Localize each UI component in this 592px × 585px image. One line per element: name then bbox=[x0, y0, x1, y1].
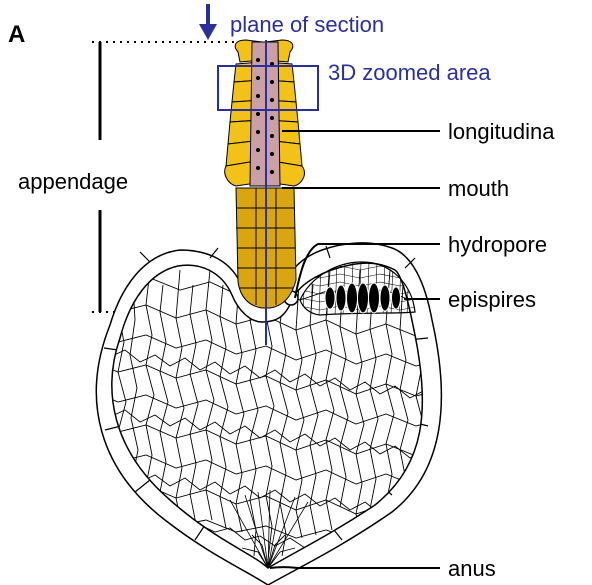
longitudinal-label: longitudina bbox=[448, 119, 555, 144]
epispires-label: epispires bbox=[448, 287, 536, 312]
panel-letter: A bbox=[8, 21, 25, 48]
appendage-label: appendage bbox=[18, 169, 128, 194]
mouth-label: mouth bbox=[448, 176, 509, 201]
appendage bbox=[225, 40, 305, 308]
plane-of-section-label: plane of section bbox=[230, 12, 384, 37]
plane-of-section-arrow bbox=[199, 4, 217, 40]
hydropore-label: hydropore bbox=[448, 232, 547, 257]
anus-leader bbox=[270, 567, 440, 568]
anus-label: anus bbox=[448, 556, 496, 581]
zoomed-area-label: 3D zoomed area bbox=[328, 60, 491, 85]
